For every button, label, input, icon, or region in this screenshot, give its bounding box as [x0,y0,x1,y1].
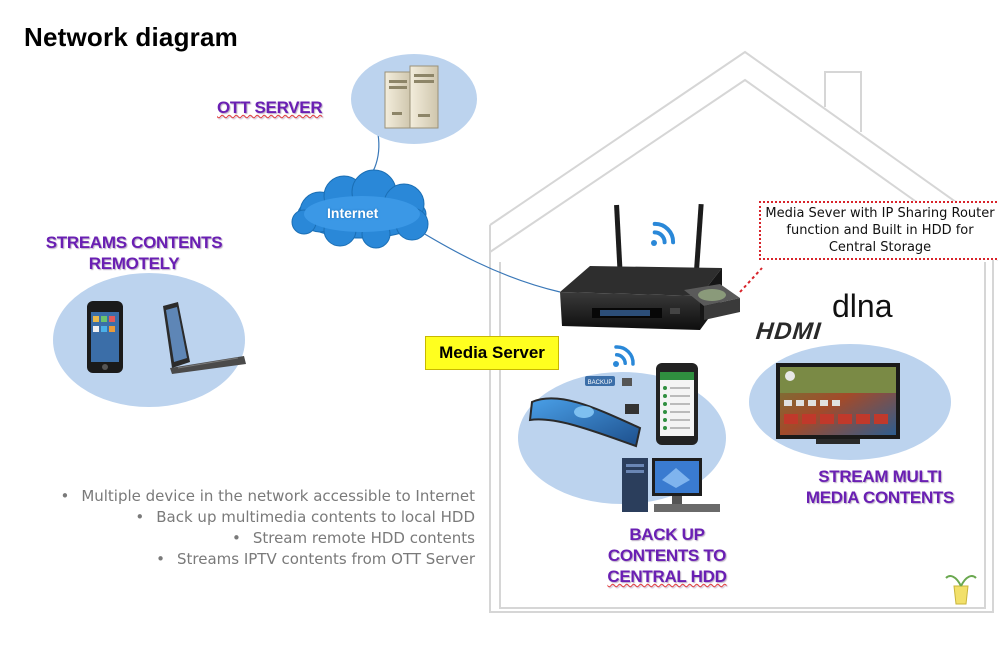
ott-server-label: OTT SERVER [217,98,323,117]
dlna-logo: dlna [832,288,893,324]
desktop-pc-icon [622,458,720,512]
tablet-keyboard-icon [163,302,246,374]
stream-multimedia-label: STREAM MULTI MEDIA CONTENTS [805,467,955,507]
curved-phone-icon [528,397,642,448]
hdmi-logo: HDMI [754,318,823,345]
remote-devices-bubble [53,273,245,407]
media-server-label: Media Server [425,336,559,370]
server-tower-icon [384,65,439,129]
backup-label: BACK UP CONTENTS TO CENTRAL HDD [592,524,742,587]
backup-label-hdd: CENTRAL HDD [607,567,727,586]
wifi-icon-small [613,345,635,367]
bullet-item: •Back up multimedia contents to local HD… [135,508,475,526]
hdd-tray-icon [684,284,740,320]
backup-badge-text: BACKUP [588,380,613,386]
bullet-dot-icon: • [60,487,70,505]
house-outline [489,50,998,613]
bullet-dot-icon: • [231,529,241,547]
callout-pointer [739,267,763,293]
page-title: Network diagram [24,22,238,52]
media-server-device-icon [560,203,740,330]
cloud-highlight [304,196,420,232]
feature-bullet-list: •Multiple device in the network accessib… [30,486,475,570]
internet-label: Internet [327,205,379,221]
television-icon [776,363,900,444]
smartphone-icon [87,301,123,373]
bullet-item: •Multiple device in the network accessib… [60,487,475,505]
wifi-icon [651,221,676,246]
camera-icon [622,378,639,414]
bullet-item: •Streams IPTV contents from OTT Server [156,550,475,568]
backup-label-prefix: BACK UP CONTENTS TO [607,525,727,565]
bullet-item: •Stream remote HDD contents [231,529,475,547]
media-server-callout: Media Sever with IP Sharing Router funct… [759,201,998,260]
android-phone-icon [656,363,698,445]
internet-to-media-server-line [404,221,561,293]
backup-badge: BACKUP [585,376,615,386]
bullet-dot-icon: • [135,508,145,526]
plant-decoration-icon [945,575,977,605]
bullet-dot-icon: • [156,550,165,568]
streams-remote-label: STREAMS CONTENTS REMOTELY [45,233,223,273]
